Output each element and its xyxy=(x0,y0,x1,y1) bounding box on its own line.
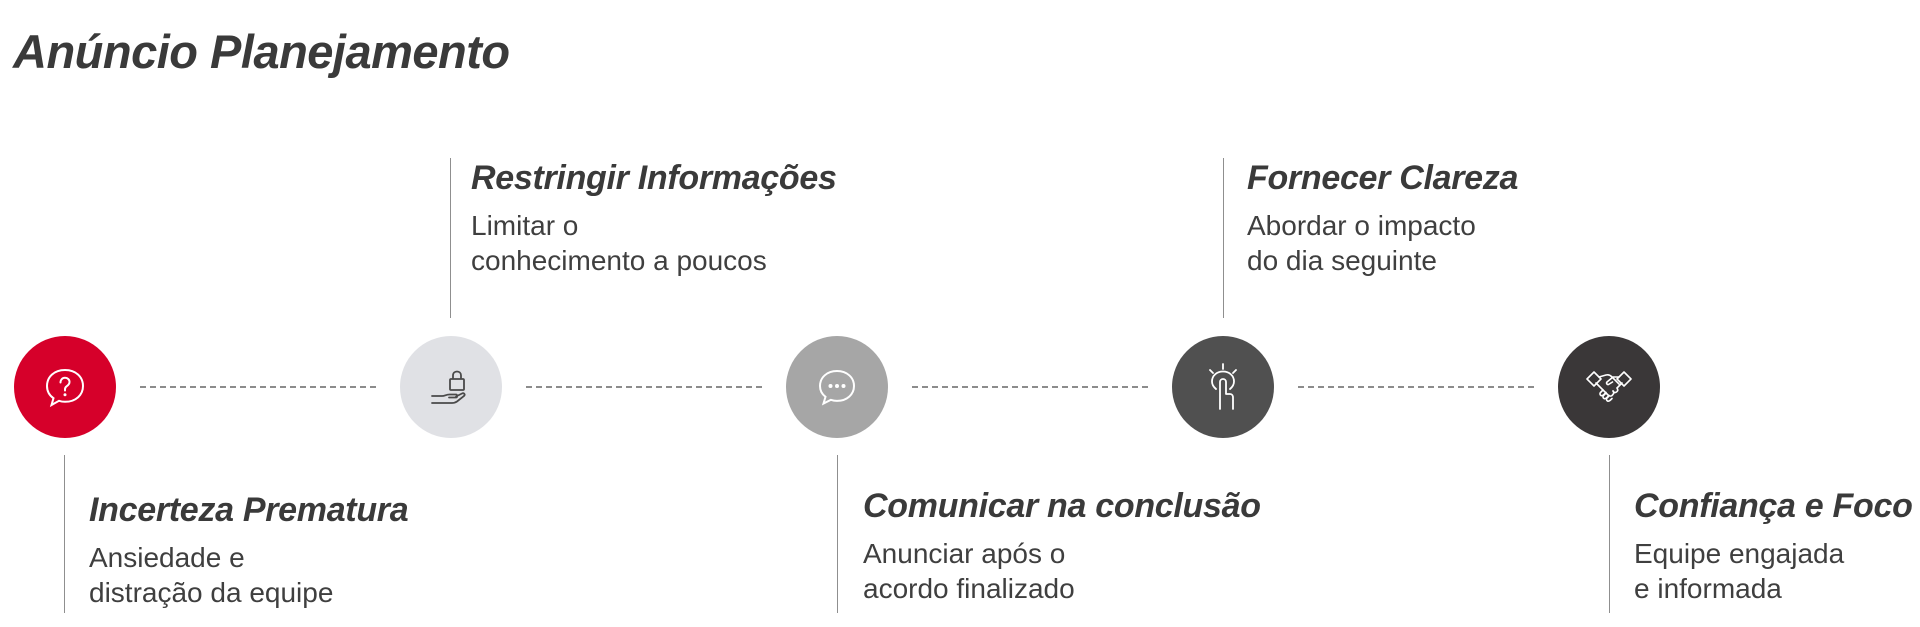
leader-line-step-3 xyxy=(837,455,838,613)
page-title: Anúncio Planejamento xyxy=(13,25,510,78)
step-5-desc-line-2: e informada xyxy=(1634,573,1782,604)
connector-1-2 xyxy=(140,386,376,388)
step-4-desc-line-2: do dia seguinte xyxy=(1247,245,1437,276)
step-4-title: Fornecer Clareza xyxy=(1247,159,1519,197)
step-1-label: Incerteza Prematura Ansiedade e distraçã… xyxy=(89,490,409,610)
step-1-desc-line-1: Ansiedade e xyxy=(89,542,245,573)
step-4-circle xyxy=(1172,336,1274,438)
hand-lock-icon xyxy=(431,370,466,404)
step-1-circle xyxy=(14,336,116,438)
question-bubble-icon xyxy=(45,368,85,408)
step-5-description: Equipe engajada e informada xyxy=(1634,536,1913,606)
leader-line-step-5 xyxy=(1609,455,1610,613)
connector-3-4 xyxy=(912,386,1148,388)
step-2-label: Restringir Informações Limitar o conheci… xyxy=(471,158,837,278)
chat-bubble-icon xyxy=(818,369,856,406)
step-3-desc-line-1: Anunciar após o xyxy=(863,538,1066,569)
step-4-description: Abordar o impacto do dia seguinte xyxy=(1247,208,1518,278)
step-3-circle xyxy=(786,336,888,438)
step-4-label: Fornecer Clareza Abordar o impacto do di… xyxy=(1247,158,1518,278)
step-2-description: Limitar o conhecimento a poucos xyxy=(471,208,837,278)
step-5-desc-line-1: Equipe engajada xyxy=(1634,538,1845,569)
step-1-title: Incerteza Prematura xyxy=(89,491,409,529)
step-1-description: Ansiedade e distração da equipe xyxy=(89,540,408,610)
leader-line-step-2 xyxy=(450,158,451,318)
step-2-desc-line-2: conhecimento a poucos xyxy=(471,245,767,276)
step-2-circle xyxy=(400,336,502,438)
step-5-circle xyxy=(1558,336,1660,438)
connector-4-5 xyxy=(1298,386,1534,388)
step-3-title: Comunicar na conclusão xyxy=(863,487,1261,525)
leader-line-step-4 xyxy=(1223,158,1224,318)
step-3-desc-line-2: acordo finalizado xyxy=(863,573,1075,604)
step-4-desc-line-1: Abordar o impacto xyxy=(1247,210,1476,241)
step-5-label: Confiança e Foco Equipe engajada e infor… xyxy=(1634,486,1913,606)
step-5-title: Confiança e Foco xyxy=(1634,487,1913,525)
step-3-label: Comunicar na conclusão Anunciar após o a… xyxy=(863,486,1261,606)
step-1-desc-line-2: distração da equipe xyxy=(89,577,334,608)
step-2-title: Restringir Informações xyxy=(471,159,837,197)
connector-2-3 xyxy=(526,386,762,388)
touch-point-icon xyxy=(1209,363,1237,410)
step-3-description: Anunciar após o acordo finalizado xyxy=(863,536,1261,606)
step-2-desc-line-1: Limitar o xyxy=(471,210,579,241)
leader-line-step-1 xyxy=(64,455,65,613)
handshake-icon xyxy=(1586,371,1632,402)
